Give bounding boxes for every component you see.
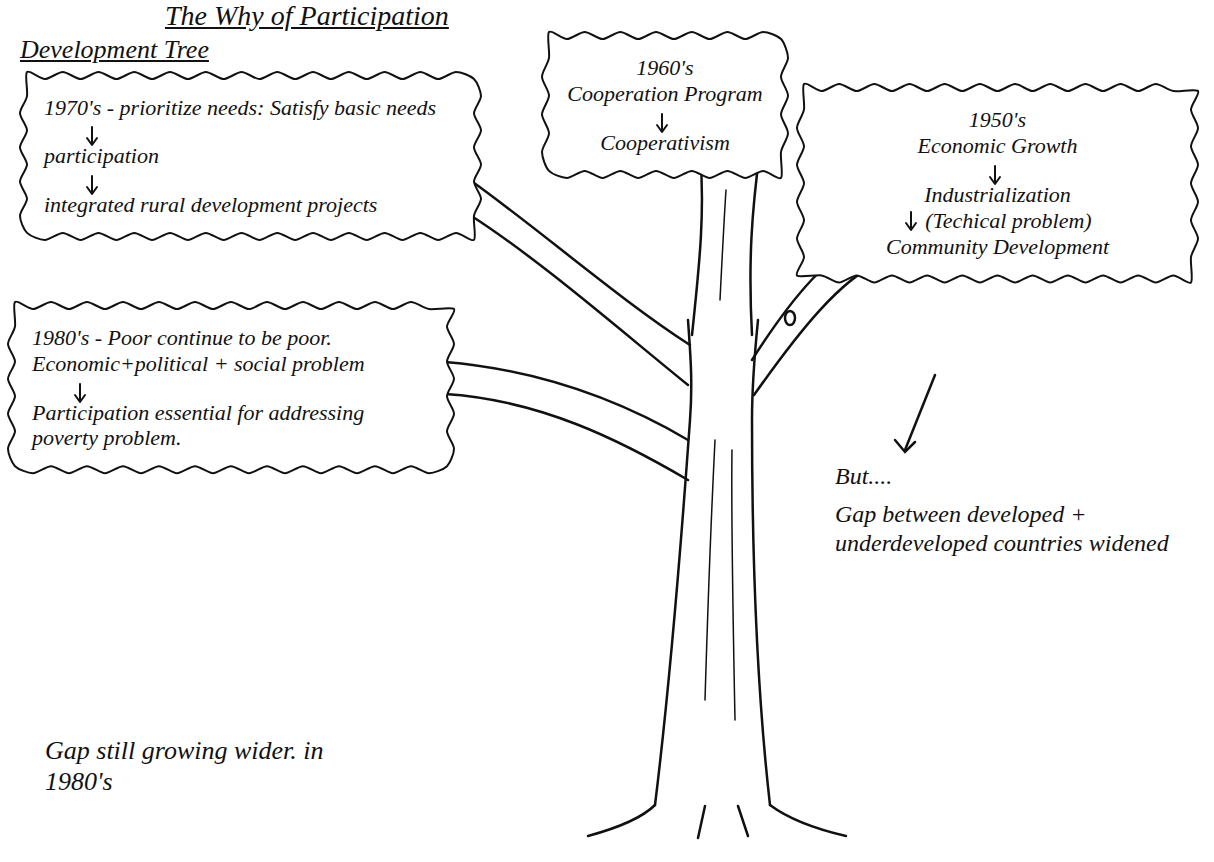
tree-branch [470,180,690,345]
tree-branch [750,150,760,335]
cloud-text: 1950's [821,107,1174,132]
text-row: 1960's [566,55,764,80]
cloud-text: 1960's [566,55,764,80]
cloud-bubble: 1980's - Poor continue to be poor.Econom… [6,300,456,475]
flow-arrow [903,210,919,232]
tree-branch [470,215,688,385]
tree-root [588,805,655,836]
cloud-text: Cooperativism [566,130,764,155]
tree-knot [785,311,795,325]
pointer-arrow [905,375,935,450]
arrow-holder [32,378,430,400]
tree-bark [732,450,735,720]
flow-arrow-path [990,166,1000,184]
tree-bark [720,190,726,300]
tree-branch [692,150,702,335]
cloud-outline-path [8,302,454,474]
text-row: 1950's [821,107,1174,132]
cloud-text: Economic Growth [821,133,1174,158]
text-row: participation [44,121,457,168]
text-row: Community Development [821,234,1174,259]
text-row: Cooperativism [566,108,764,155]
tree-root [770,805,846,836]
arrow-holder [566,108,764,130]
text-row: 1970's - prioritize needs: Satisfy basic… [44,95,457,120]
arrow-holder [44,170,457,192]
tree-bark [705,440,715,700]
text-row: Economic+political + social problem [32,351,430,376]
diagram-title: The Why of Participation [165,0,449,32]
cloud-text: participation [44,143,457,168]
cloud-text: integrated rural development projects [44,192,457,217]
text-row: Participation essential for addressing p… [32,378,430,451]
inline-row: (Techical problem) [821,208,1174,233]
cloud-outline-path [797,84,1199,283]
tree-root [738,806,748,836]
arrow-holder [44,121,457,143]
flow-arrow-path [87,127,97,145]
text-row: (Techical problem) [821,208,1174,233]
text-row: 1980's - Poor continue to be poor. [32,325,430,350]
pointer-arrowhead [895,440,915,452]
diagram-heading: Development Tree [20,34,280,65]
cloud-outline-path [542,32,788,179]
arrow-holder [821,160,1174,182]
cloud-bubble: 1950'sEconomic GrowthIndustrialization(T… [795,82,1200,284]
tree-root [698,806,705,838]
cloud-text: 1970's - prioritize needs: Satisfy basic… [44,95,457,120]
cloud-text: Community Development [821,234,1174,259]
flow-arrow-path [75,384,85,402]
note-text: But.... [835,462,1035,491]
cloud-text: 1980's - Poor continue to be poor. [32,325,430,350]
cloud-text: Economic+political + social problem [32,351,430,376]
note-text: Gap between developed + underdeveloped c… [835,500,1185,558]
tree-branch [445,362,688,440]
flow-arrow-path [657,114,667,132]
cloud-text: Participation essential for addressing p… [32,400,430,451]
cloud-outline-path [20,72,481,241]
text-row: Industrialization [821,160,1174,207]
text-row: integrated rural development projects [44,170,457,217]
tree-branch [754,262,880,395]
tree-branch [445,394,688,480]
cloud-text: Cooperation Program [566,81,764,106]
flow-arrow-path [87,176,97,194]
note-text: Gap still growing wider. in 1980's [45,735,385,797]
text-row: Cooperation Program [566,81,764,106]
cloud-text: (Techical problem) [925,208,1091,233]
flow-arrow-path [906,212,916,230]
cloud-text: Industrialization [821,182,1174,207]
cloud-bubble: 1970's - prioritize needs: Satisfy basic… [18,70,483,242]
tree-trunk [655,320,691,805]
text-row: Economic Growth [821,133,1174,158]
cloud-bubble: 1960'sCooperation ProgramCooperativism [540,30,790,180]
